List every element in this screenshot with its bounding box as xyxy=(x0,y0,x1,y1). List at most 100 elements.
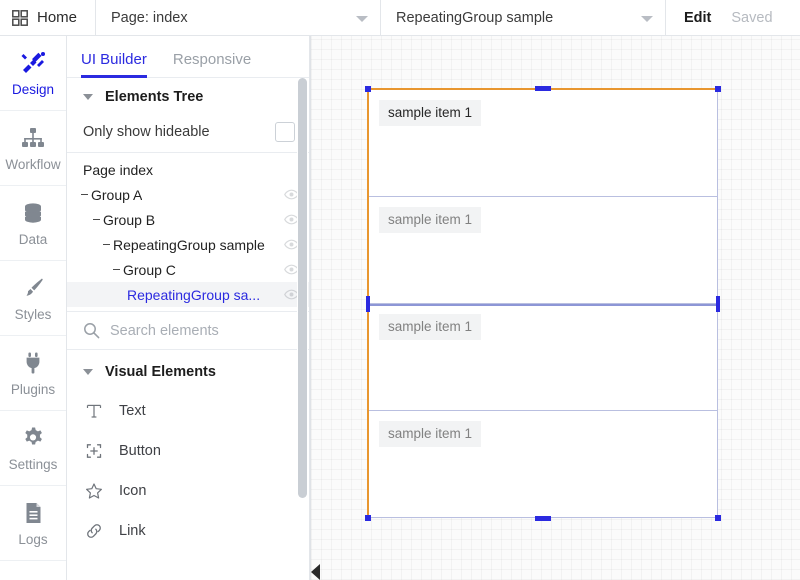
page-selector-label: Page: index xyxy=(111,10,188,26)
home-button[interactable]: Home xyxy=(0,0,96,35)
resize-handle-bottom-center[interactable] xyxy=(535,516,551,521)
visual-element-icon[interactable]: Icon xyxy=(67,471,309,511)
sidebar-item-plugins[interactable]: Plugins xyxy=(0,336,66,411)
collapse-left-arrow-icon xyxy=(311,564,320,580)
search-input[interactable] xyxy=(110,323,295,339)
tree-label: Group B xyxy=(103,212,155,228)
element-selector[interactable]: RepeatingGroup sample xyxy=(381,0,666,35)
collapse-panel-button[interactable] xyxy=(311,564,324,580)
page-selector[interactable]: Page: index xyxy=(96,0,381,35)
visual-element-link[interactable]: Link xyxy=(67,511,309,551)
visual-elements-header[interactable]: Visual Elements xyxy=(67,350,309,389)
visual-elements-title: Visual Elements xyxy=(105,364,216,380)
elements-tree-header[interactable]: Elements Tree xyxy=(67,78,309,116)
sidebar-item-logs[interactable]: Logs xyxy=(0,486,66,561)
tree-expander-dash[interactable] xyxy=(103,244,110,246)
tree-expander-dash[interactable] xyxy=(81,194,88,196)
sidebar-label-plugins: Plugins xyxy=(11,383,55,397)
sidebar-item-settings[interactable]: Settings xyxy=(0,411,66,486)
resize-handle-top-center[interactable] xyxy=(535,86,551,91)
sidebar-item-styles[interactable]: Styles xyxy=(0,261,66,336)
repeating-group-row[interactable]: sample item 1 xyxy=(369,197,717,304)
tree-row-group-b[interactable]: Group B xyxy=(67,207,309,232)
repeating-group-row[interactable]: sample item 1 xyxy=(369,90,717,197)
only-show-hideable-checkbox[interactable] xyxy=(275,122,295,142)
tree-label: Group A xyxy=(91,187,142,203)
panel-tabs: UI Builder Responsive xyxy=(67,36,309,78)
paintbrush-icon xyxy=(20,275,46,301)
elements-tree: Page index Group A Group B xyxy=(67,153,309,311)
grid-icon xyxy=(12,10,28,26)
top-toolbar: Home Page: index RepeatingGroup sample E… xyxy=(0,0,800,36)
repeating-group-cell-text[interactable]: sample item 1 xyxy=(379,314,481,340)
chevron-down-icon xyxy=(83,94,93,100)
visual-elements-list: Text Button xyxy=(67,389,309,551)
search-icon xyxy=(83,322,100,339)
tool-panel: UI Builder Responsive Elements Tree Only… xyxy=(67,36,310,580)
visual-element-label: Link xyxy=(119,523,146,539)
star-icon xyxy=(85,482,103,500)
tree-label: Group C xyxy=(123,262,176,278)
edit-button[interactable]: Edit xyxy=(684,10,711,26)
sidebar-label-logs: Logs xyxy=(18,533,47,547)
tree-row-group-a[interactable]: Group A xyxy=(67,182,309,207)
sidebar-item-workflow[interactable]: Workflow xyxy=(0,111,66,186)
sidebar-label-workflow: Workflow xyxy=(5,158,60,172)
repeating-group-row[interactable]: sample item 1 xyxy=(369,304,717,411)
design-brush-pencil-icon xyxy=(20,50,46,76)
panel-scrollbar-thumb[interactable] xyxy=(298,78,307,498)
search-elements-row[interactable] xyxy=(67,311,309,350)
tree-row-repeatinggroup-sample-nested[interactable]: RepeatingGroup sa... xyxy=(67,282,309,307)
resize-handle-middle-right[interactable] xyxy=(716,296,720,312)
tree-expander-dash[interactable] xyxy=(93,219,100,221)
visual-element-label: Button xyxy=(119,443,161,459)
sidebar-label-settings: Settings xyxy=(9,458,58,472)
editor-body: Design xyxy=(0,36,800,580)
repeating-group-row[interactable]: sample item 1 xyxy=(369,411,717,518)
text-t-icon xyxy=(85,402,103,420)
tree-row-group-c[interactable]: Group C xyxy=(67,257,309,282)
resize-handle-top-left[interactable] xyxy=(365,86,371,92)
sidebar-label-data: Data xyxy=(19,233,48,247)
tree-label: Page index xyxy=(83,162,153,178)
tab-responsive[interactable]: Responsive xyxy=(173,51,251,78)
visual-element-text[interactable]: Text xyxy=(67,391,309,431)
panel-scrollbar[interactable] xyxy=(297,78,308,580)
resize-handle-top-right[interactable] xyxy=(715,86,721,92)
only-show-hideable-row[interactable]: Only show hideable xyxy=(67,116,309,153)
visual-element-label: Text xyxy=(119,403,146,419)
repeating-group-cell-text[interactable]: sample item 1 xyxy=(379,100,481,126)
resize-handle-bottom-right[interactable] xyxy=(715,515,721,521)
chevron-down-icon xyxy=(356,16,368,22)
saved-status: Saved xyxy=(731,10,772,26)
topbar-right-group: Edit Saved xyxy=(666,0,791,35)
design-canvas[interactable]: sample item 1 sample item 1 sample item … xyxy=(310,36,800,580)
tree-row-repeatinggroup-sample[interactable]: RepeatingGroup sample xyxy=(67,232,309,257)
repeating-group-sample[interactable]: sample item 1 sample item 1 sample item … xyxy=(367,88,718,518)
sidebar-label-styles: Styles xyxy=(15,308,52,322)
repeating-group-cell-text[interactable]: sample item 1 xyxy=(379,207,481,233)
plug-icon xyxy=(20,350,46,376)
sidebar-item-data[interactable]: Data xyxy=(0,186,66,261)
tree-label: RepeatingGroup sa... xyxy=(127,287,260,303)
resize-handle-bottom-left[interactable] xyxy=(365,515,371,521)
visual-element-button[interactable]: Button xyxy=(67,431,309,471)
workflow-hierarchy-icon xyxy=(20,125,46,151)
document-lines-icon xyxy=(20,500,46,526)
tree-label: RepeatingGroup sample xyxy=(113,237,265,253)
button-plus-icon xyxy=(85,442,103,460)
home-label: Home xyxy=(37,9,77,26)
tab-ui-builder[interactable]: UI Builder xyxy=(81,51,147,78)
chevron-down-icon xyxy=(83,369,93,375)
tree-expander-dash[interactable] xyxy=(113,269,120,271)
chevron-down-icon xyxy=(641,16,653,22)
selection-mid-divider xyxy=(369,304,717,306)
visual-element-label: Icon xyxy=(119,483,146,499)
tree-row-page-index[interactable]: Page index xyxy=(67,157,309,182)
sidebar-item-design[interactable]: Design xyxy=(0,36,66,111)
left-rail: Design xyxy=(0,36,67,580)
resize-handle-middle-left[interactable] xyxy=(366,296,370,312)
repeating-group-cell-text[interactable]: sample item 1 xyxy=(379,421,481,447)
link-chain-icon xyxy=(85,522,103,540)
